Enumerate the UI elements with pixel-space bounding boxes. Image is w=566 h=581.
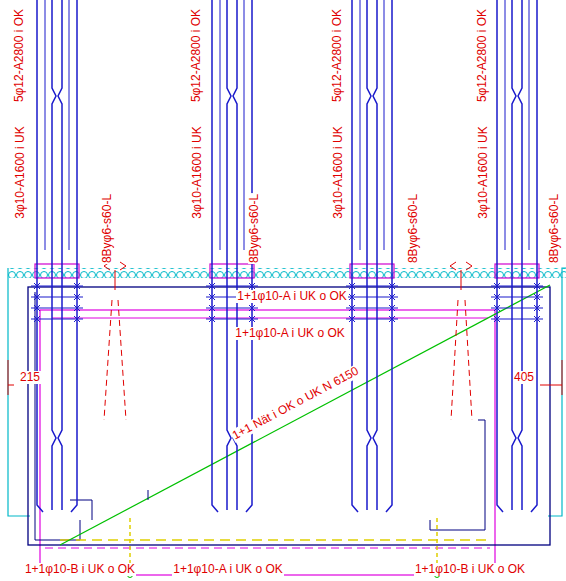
rebar-label: 1+1φ10-B i UK o OK: [24, 563, 136, 576]
rebar-label: 215: [19, 371, 41, 384]
rebar-label: 5φ12-A2800 i OK: [14, 7, 27, 102]
rebar-label: 8Byφ6-s60-L: [249, 192, 262, 263]
rebar-label: 5φ12-A2800 i OK: [190, 7, 203, 102]
drawing-line: [60, 285, 550, 545]
rebar-label: 3φ10-A1600 i UK: [476, 125, 489, 220]
rebar-label: 8Byφ6-s60-L: [549, 192, 562, 263]
drawing-polyline: [548, 268, 566, 516]
drawing-line: [461, 270, 462, 290]
drawing-line: [60, 539, 490, 541]
drawing-use: [491, 0, 543, 512]
drawing-line: [8, 385, 14, 386]
drawing-line: [118, 300, 126, 420]
rebar-label: 3φ10-A1600 i UK: [331, 125, 344, 220]
drawing-line: [148, 490, 149, 500]
rebar-label: 5φ12-A2800 i OK: [331, 7, 344, 102]
drawing-polyline: [430, 420, 485, 530]
drawing-path: [450, 262, 472, 270]
rebar-label: 1+1φ10-B i UK o OK: [414, 563, 526, 576]
rebar-label: 1+1 Nät i OK o UK N 6150: [230, 364, 362, 443]
rebar-label: 405: [513, 371, 535, 384]
rebar-label: 3φ10-A1600 i UK: [190, 125, 203, 220]
rebar-label: 1+1φ10-A i UK o OK: [234, 327, 346, 340]
rebar-label: 8Byφ6-s60-L: [102, 192, 115, 263]
drawing-g: [104, 262, 472, 290]
rebar-label: 8Byφ6-s60-L: [408, 192, 421, 263]
drawing-g: [8, 360, 562, 395]
drawing-line: [465, 300, 472, 420]
concrete-edge: [8, 268, 566, 278]
drawing-use: [31, 0, 83, 512]
rebar-label: 1+1φ10-A i UK o OK: [236, 290, 348, 303]
drawing-rect: [28, 287, 550, 545]
drawing-polyline: [35, 292, 80, 540]
drawing-line: [451, 300, 458, 420]
drawing-line: [8, 360, 9, 395]
drawing-line: [52, 318, 488, 319]
drawing-line: [104, 300, 112, 420]
drawing-line: [115, 270, 116, 290]
drawing-line: [45, 548, 490, 549]
drawing-line: [540, 385, 562, 386]
rebar-label: 3φ10-A1600 i UK: [14, 125, 27, 220]
drawing-line: [562, 360, 563, 395]
rebar-label: 5φ12-A2800 i OK: [476, 7, 489, 102]
drawing-use: [346, 0, 398, 512]
rebar-label: 1+1φ10-A i UK o OK: [172, 563, 284, 576]
drawing-polyline: [8, 268, 30, 516]
